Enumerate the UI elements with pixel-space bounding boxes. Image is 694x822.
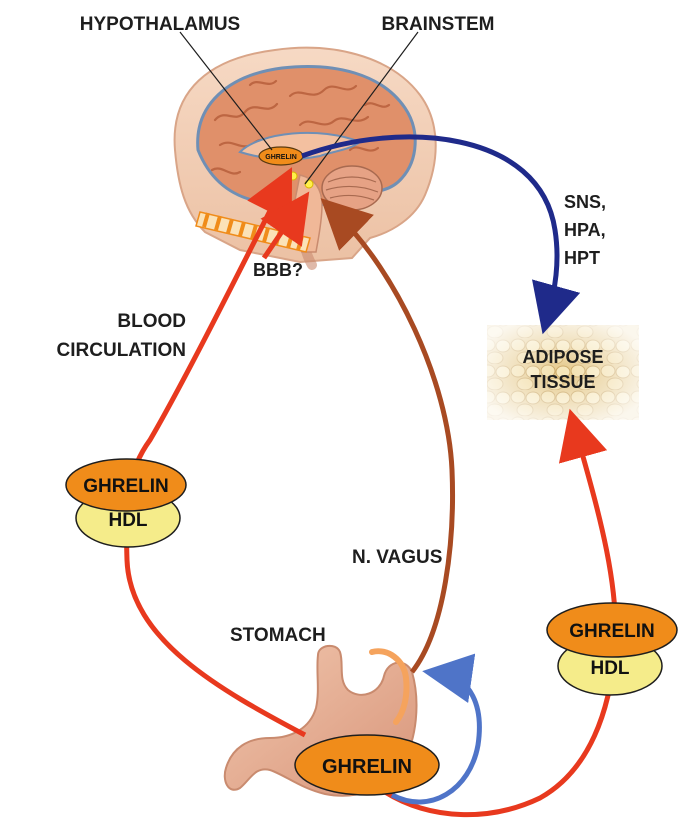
adipose-tissue: ADIPOSE TISSUE xyxy=(487,325,639,420)
left-hdl-label: HDL xyxy=(108,510,147,531)
left-ghrelin-hdl-complex: HDL GHRELIN xyxy=(66,459,186,547)
stomach-label: STOMACH xyxy=(230,625,326,646)
right-ghrelin-hdl-complex: HDL GHRELIN xyxy=(547,603,677,695)
stomach-ghrelin-label: GHRELIN xyxy=(322,756,412,778)
brain-ghrelin-label: GHRELIN xyxy=(265,154,297,161)
blood-circulation-label-line1: BLOOD xyxy=(117,311,186,332)
bbb-label: BBB? xyxy=(253,260,303,280)
blood-circulation-label-line2: CIRCULATION xyxy=(57,340,186,361)
adipose-label-line2: TISSUE xyxy=(530,372,595,392)
vagus-nerve-arrow xyxy=(335,212,453,672)
hpt-label: HPT xyxy=(564,248,600,268)
sns-label: SNS, xyxy=(564,192,606,212)
hpa-label: HPA, xyxy=(564,220,606,240)
adipose-label-line1: ADIPOSE xyxy=(522,347,603,367)
stomach-ghrelin-complex: GHRELIN xyxy=(295,735,439,795)
brainstem-label: BRAINSTEM xyxy=(382,14,495,35)
right-hdl-label: HDL xyxy=(590,658,629,679)
left-ghrelin-label: GHRELIN xyxy=(83,476,169,497)
right-ghrelin-label: GHRELIN xyxy=(569,621,655,642)
n-vagus-label: N. VAGUS xyxy=(352,547,442,568)
hypothalamus-ghrelin-oval: GHRELIN xyxy=(259,147,303,165)
hypothalamus-label: HYPOTHALAMUS xyxy=(80,14,240,35)
